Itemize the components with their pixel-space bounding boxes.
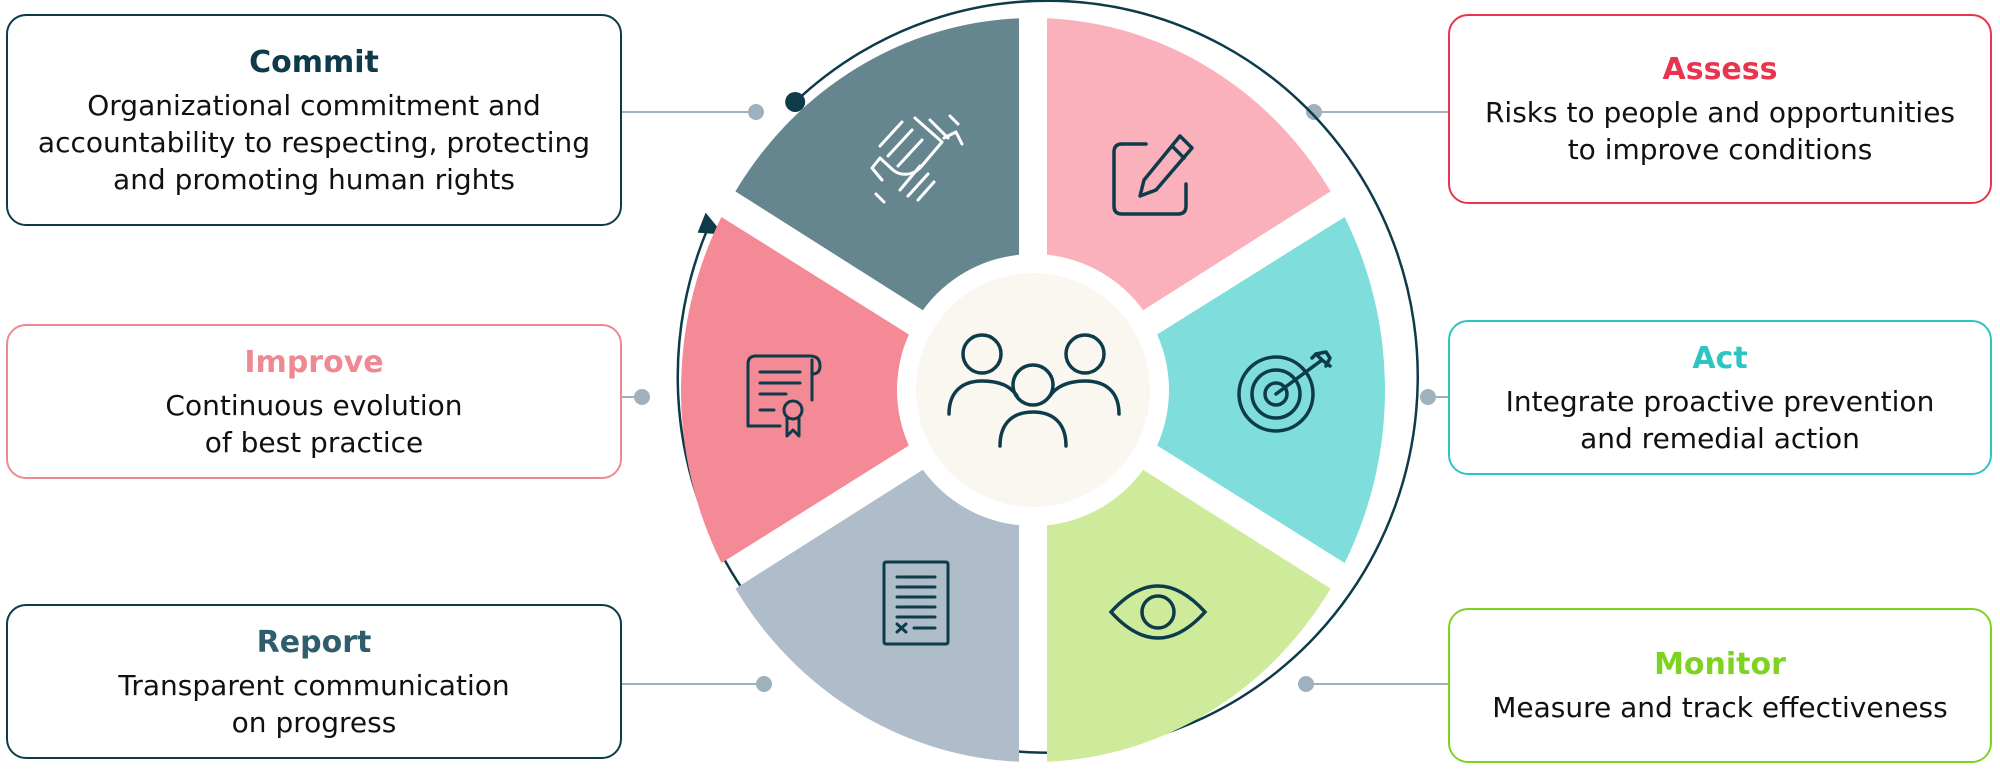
card-desc-monitor: Measure and track effectiveness (1492, 691, 1948, 724)
segments (681, 18, 1385, 762)
certificate-icon (746, 354, 822, 438)
segment-act[interactable] (1157, 216, 1385, 564)
cycle-start-dot (785, 91, 806, 112)
segment-assess[interactable] (1046, 18, 1331, 311)
segment-commit[interactable] (735, 18, 1020, 311)
segment-report[interactable] (735, 469, 1020, 762)
card-desc-act: Integrate proactive prevention and remed… (1505, 384, 1935, 455)
segment-improve[interactable] (681, 216, 909, 564)
connector-dot-act (1420, 389, 1436, 405)
target-arrow-icon (1237, 350, 1332, 433)
connector-dot-monitor (1298, 676, 1314, 692)
connector-dot-improve (634, 389, 650, 405)
connector-dot-assess (1306, 104, 1322, 120)
eye-icon (1108, 584, 1208, 640)
card-act: Act Integrate proactive prevention and r… (1448, 320, 1992, 475)
card-desc-commit: Organizational commitment and accountabi… (37, 88, 591, 196)
card-title-assess: Assess (1662, 52, 1778, 87)
card-monitor: Monitor Measure and track effectiveness (1448, 608, 1992, 763)
segment-monitor[interactable] (1046, 469, 1331, 762)
card-report: Report Transparent communication on prog… (6, 604, 622, 759)
people-group-icon (947, 333, 1121, 448)
card-improve: Improve Continuous evolution of best pra… (6, 324, 622, 479)
connector-dot-report (756, 676, 772, 692)
card-assess: Assess Risks to people and opportunities… (1448, 14, 1992, 204)
document-icon (882, 560, 950, 646)
card-commit: Commit Organizational commitment and acc… (6, 14, 622, 226)
card-desc-improve: Continuous evolution of best practice (165, 388, 463, 459)
card-title-act: Act (1692, 340, 1748, 376)
card-title-report: Report (256, 624, 372, 660)
edit-pencil-icon (1112, 134, 1194, 216)
cycle-arrow-ring (676, 0, 1419, 754)
connector-dot-commit (748, 104, 764, 120)
card-title-monitor: Monitor (1654, 647, 1786, 682)
card-title-improve: Improve (244, 344, 384, 380)
center-circle (916, 273, 1150, 507)
card-desc-report: Transparent communication on progress (118, 668, 510, 739)
hands-stacked-icon (870, 114, 964, 204)
card-desc-assess: Risks to people and opportunities to imp… (1484, 96, 1956, 166)
connector-dots (634, 104, 1436, 692)
connectors (622, 111, 1448, 685)
card-title-commit: Commit (249, 44, 379, 80)
